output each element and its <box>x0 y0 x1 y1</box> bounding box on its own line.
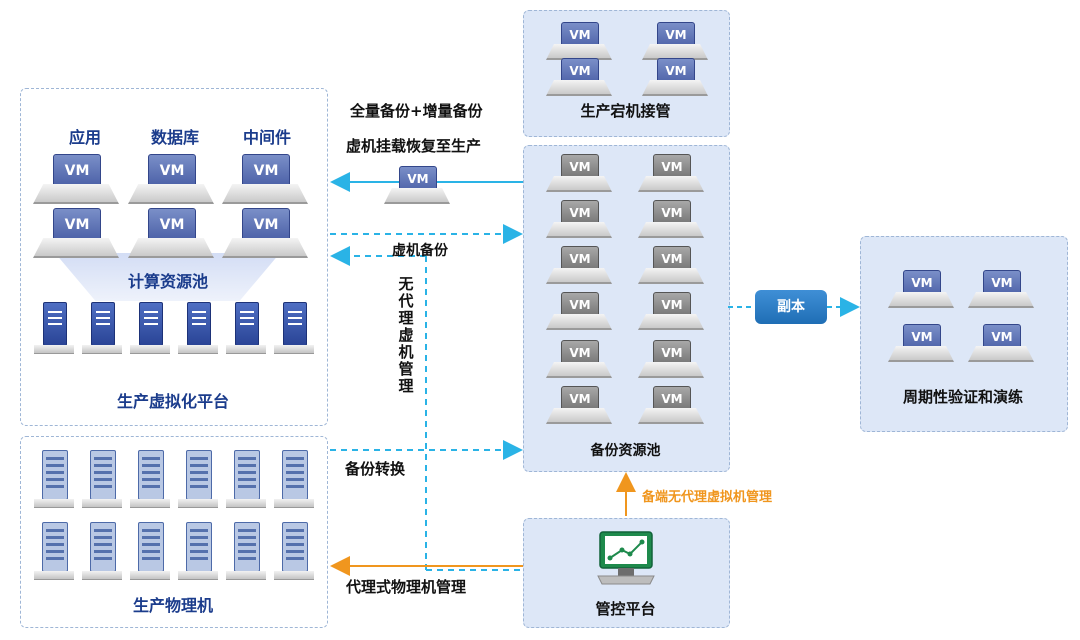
physical-server-icon <box>178 522 218 580</box>
prod-virtual-title: 生产虚拟化平台 <box>116 392 229 411</box>
vm-icon: VM <box>546 56 612 96</box>
agentless-label: 无代理虚机管理 <box>395 276 415 399</box>
vm-icon: VM <box>33 206 119 258</box>
vm-icon: VM <box>642 56 708 96</box>
compute-pool-shape <box>55 253 280 301</box>
server-icon <box>130 302 170 354</box>
physical-server-icon <box>130 522 170 580</box>
copy-button[interactable]: 副本 <box>755 290 827 324</box>
vm-icon: VM <box>546 20 612 60</box>
backup-vm-icon: VM <box>638 338 704 378</box>
server-icon <box>34 302 74 354</box>
agent-physical-label: 代理式物理机管理 <box>346 578 467 596</box>
vm-icon: VM <box>968 268 1034 308</box>
vm-icon: VM <box>968 322 1034 362</box>
physical-server-icon <box>226 522 266 580</box>
backup-vm-icon: VM <box>546 290 612 330</box>
physical-server-icon <box>34 522 74 580</box>
takeover-title: 生产宕机接管 <box>580 102 671 120</box>
mount-restore-label: 虚机挂载恢复至生产 <box>346 137 482 155</box>
middleware-label: 中间件 <box>242 128 291 147</box>
vm-icon: VM <box>888 268 954 308</box>
backup-vm-icon: VM <box>546 384 612 424</box>
physical-server-icon <box>130 450 170 508</box>
verify-panel <box>860 236 1068 432</box>
backup-convert-label: 备份转换 <box>345 460 406 478</box>
vm-backup-label: 虚机备份 <box>392 243 448 259</box>
server-icon <box>274 302 314 354</box>
vm-icon: VM <box>222 152 308 204</box>
verify-title: 周期性验证和演练 <box>902 388 1023 406</box>
server-icon <box>226 302 266 354</box>
takeover-panel <box>523 10 730 137</box>
backend-agentless-label: 备端无代理虚拟机管理 <box>642 490 773 505</box>
backup-vm-icon: VM <box>546 198 612 238</box>
backup-vm-icon: VM <box>638 244 704 284</box>
vm-icon: VM <box>888 322 954 362</box>
prod-physical-title: 生产物理机 <box>132 596 213 615</box>
backup-vm-icon: VM <box>546 152 612 192</box>
compute-pool-label: 计算资源池 <box>127 272 208 291</box>
physical-server-icon <box>82 522 122 580</box>
mgmt-title: 管控平台 <box>595 600 656 618</box>
vm-icon: VM <box>128 152 214 204</box>
server-icon <box>178 302 218 354</box>
backup-pool-title: 备份资源池 <box>590 443 661 459</box>
server-icon <box>82 302 122 354</box>
physical-server-icon <box>274 450 314 508</box>
backup-vm-icon: VM <box>638 198 704 238</box>
backup-vm-icon: VM <box>546 338 612 378</box>
agentless-char: 无代理虚机管理 <box>396 276 415 395</box>
app-label: 应用 <box>68 128 101 147</box>
backup-vm-icon: VM <box>546 244 612 284</box>
physical-server-icon <box>82 450 122 508</box>
full-incr-label: 全量备份+增量备份 <box>350 102 483 120</box>
physical-server-icon <box>34 450 74 508</box>
vm-icon: VM <box>222 206 308 258</box>
database-label: 数据库 <box>150 128 199 147</box>
backup-vm-icon: VM <box>638 290 704 330</box>
vm-icon: VM <box>33 152 119 204</box>
vm-icon: VM <box>642 20 708 60</box>
prod-physical-panel <box>20 436 328 628</box>
physical-server-icon <box>226 450 266 508</box>
backup-vm-icon: VM <box>638 152 704 192</box>
physical-server-icon <box>178 450 218 508</box>
physical-server-icon <box>274 522 314 580</box>
vm-icon: VM <box>128 206 214 258</box>
restore-vm-icon: VM <box>384 164 450 204</box>
monitor-icon <box>597 531 655 585</box>
backup-vm-icon: VM <box>638 384 704 424</box>
